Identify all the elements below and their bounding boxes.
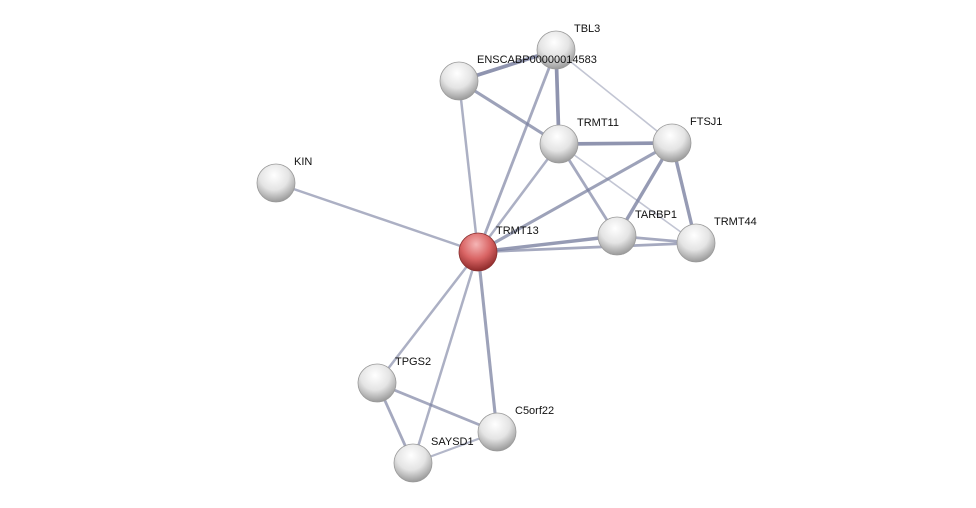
- edge-TPGS2-C5orf22[interactable]: [376, 381, 498, 434]
- node-TRMT11[interactable]: TRMT11: [539, 117, 619, 164]
- edge-TRMT13-SAYSD1[interactable]: [411, 251, 480, 464]
- node-label: SAYSD1: [431, 436, 474, 448]
- node-sphere[interactable]: [536, 30, 576, 70]
- node-TRMT44[interactable]: TRMT44: [676, 216, 757, 263]
- node-sphere[interactable]: [597, 216, 637, 256]
- edge-ENSCABP00000014583-TRMT11[interactable]: [458, 79, 560, 146]
- edge-FTSJ1-TRMT13[interactable]: [477, 141, 673, 254]
- edge-TRMT13-C5orf22[interactable]: [476, 251, 499, 433]
- node-label: C5orf22: [515, 405, 554, 417]
- node-sphere[interactable]: [458, 232, 498, 272]
- node-sphere[interactable]: [357, 363, 397, 403]
- node-label: TARBP1: [635, 209, 677, 221]
- edge-TRMT13-TPGS2[interactable]: [376, 251, 479, 384]
- node-FTSJ1[interactable]: FTSJ1: [652, 116, 722, 163]
- node-sphere[interactable]: [439, 61, 479, 101]
- edge-TBL3-TRMT13[interactable]: [476, 49, 558, 253]
- node-C5orf22[interactable]: C5orf22: [477, 405, 554, 452]
- edge-TRMT11-TRMT44[interactable]: [558, 143, 697, 244]
- node-TBL3[interactable]: TBL3: [536, 23, 600, 70]
- node-sphere[interactable]: [477, 412, 517, 452]
- edge-ENSCABP00000014583-TRMT13[interactable]: [457, 80, 480, 253]
- node-label: TRMT44: [714, 216, 757, 228]
- node-sphere[interactable]: [539, 124, 579, 164]
- node-SAYSD1[interactable]: SAYSD1: [393, 436, 474, 483]
- edge-TRMT13-TARBP1[interactable]: [477, 234, 618, 254]
- node-TPGS2[interactable]: TPGS2: [357, 356, 431, 403]
- node-sphere[interactable]: [652, 123, 692, 163]
- node-TRMT13[interactable]: TRMT13: [458, 225, 539, 272]
- edge-TRMT13-TRMT44[interactable]: [477, 241, 697, 254]
- node-sphere[interactable]: [256, 163, 296, 203]
- edge-TRMT11-TRMT13[interactable]: [477, 143, 560, 253]
- node-sphere[interactable]: [393, 443, 433, 483]
- node-label: ENSCABP00000014583: [477, 54, 597, 66]
- node-label: KIN: [294, 156, 312, 168]
- node-KIN[interactable]: KIN: [256, 156, 312, 203]
- node-label: TRMT13: [496, 225, 539, 237]
- edge-TBL3-FTSJ1[interactable]: [555, 49, 673, 144]
- edge-KIN-TRMT13[interactable]: [275, 181, 479, 254]
- node-ENSCABP00000014583[interactable]: ENSCABP00000014583: [439, 54, 597, 101]
- node-label: TPGS2: [395, 356, 431, 368]
- node-label: TRMT11: [577, 117, 619, 129]
- node-label: TBL3: [574, 23, 600, 35]
- node-TARBP1[interactable]: TARBP1: [597, 209, 677, 256]
- node-sphere[interactable]: [676, 223, 716, 263]
- node-label: FTSJ1: [690, 116, 722, 128]
